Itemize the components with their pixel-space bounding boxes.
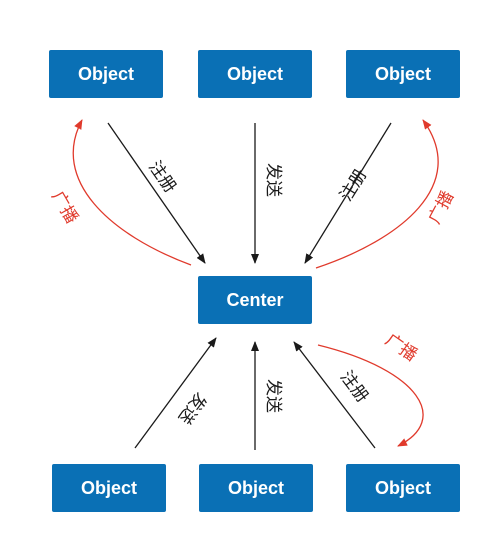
label-broadcast-top-right: 广播 (425, 188, 459, 227)
arrow-register-top-right (304, 122, 392, 264)
object-node-bottom-left[interactable]: Object (52, 464, 166, 512)
arrow-broadcast-top-left (72, 119, 192, 266)
object-node-top-middle[interactable]: Object (198, 50, 312, 98)
label-broadcast-top-left: 广播 (47, 188, 81, 227)
object-node-top-right[interactable]: Object (346, 50, 460, 98)
label-send-bottom-left: 发送 (174, 388, 210, 427)
object-node-top-left[interactable]: Object (49, 50, 163, 98)
arrow-send-bottom-left (134, 337, 217, 449)
arrow-broadcast-bottom-right (317, 344, 424, 447)
label-register-top-right: 注册 (336, 166, 371, 205)
object-node-bottom-middle[interactable]: Object (199, 464, 313, 512)
label-register-bottom-right: 注册 (336, 367, 372, 406)
label-broadcast-bottom-right: 广播 (381, 330, 420, 366)
arrow-register-bottom-right (293, 341, 376, 449)
center-node[interactable]: Center (198, 276, 312, 324)
arrow-register-top-left (107, 122, 206, 264)
label-send-top-middle: 发送 (263, 163, 283, 197)
object-node-bottom-right[interactable]: Object (346, 464, 460, 512)
arrow-broadcast-top-right (315, 119, 439, 269)
label-register-top-left: 注册 (144, 157, 180, 196)
label-send-bottom-middle: 发送 (263, 379, 283, 413)
